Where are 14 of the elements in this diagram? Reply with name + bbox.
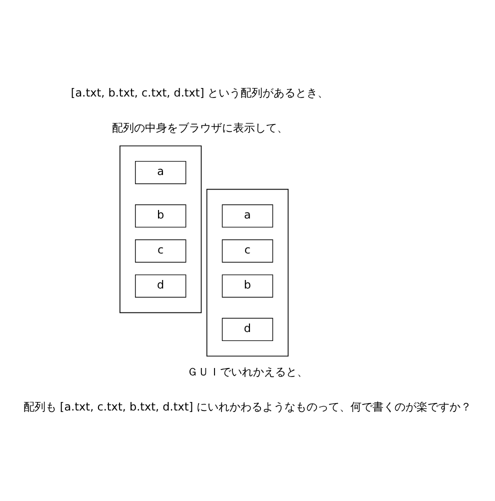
node-box: b <box>222 274 274 298</box>
node-box: c <box>135 238 186 262</box>
node-box: b <box>135 204 186 228</box>
node-box: d <box>222 317 274 341</box>
cluster <box>120 144 202 313</box>
label: ＧＵＩでいれかえると、 <box>187 365 308 378</box>
label: 配列も [a.txt, c.txt, b.txt, d.txt] にいれかわるようなものって、何で書くのが楽ですか？ <box>23 400 472 414</box>
node-box: a <box>222 204 274 228</box>
label: [a.txt, b.txt, c.txt, d.txt] という配列があるとき、 <box>70 86 329 100</box>
node-box: d <box>135 274 186 298</box>
cluster <box>206 188 289 356</box>
label: 配列の中身をブラウザに表示して、 <box>112 121 288 134</box>
node-box: c <box>222 238 274 262</box>
node-box: a <box>135 160 186 184</box>
